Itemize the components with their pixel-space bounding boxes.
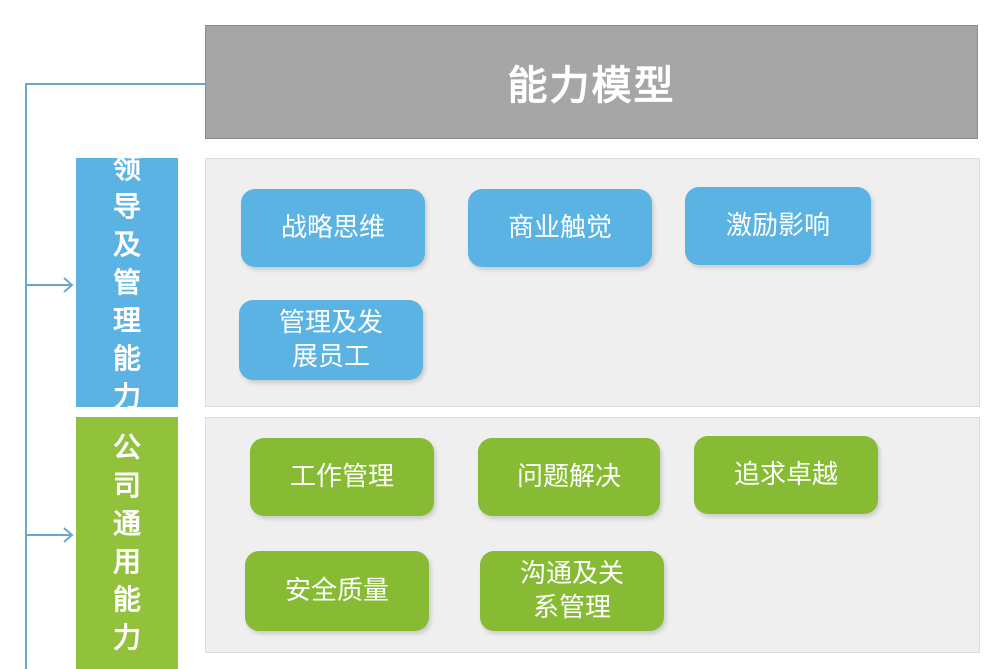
competency-manage-develop-staff: 管理及发 展员工	[239, 300, 423, 380]
competency-label: 工作管理	[289, 462, 394, 492]
group-label-leadership: 领 导 及 管 理 能 力	[76, 152, 178, 413]
competency-label: 安全质量	[284, 576, 389, 606]
competency-label: 战略思维	[280, 213, 385, 243]
competency-problem-solving: 问题解决	[478, 438, 660, 516]
competency-motivate-influence: 激励影响	[685, 187, 871, 265]
group-label-char: 用	[112, 545, 141, 578]
group-label-char: 司	[112, 469, 141, 502]
group-label-char: 通	[112, 507, 141, 540]
competency-label-line: 管理及发	[278, 308, 383, 338]
group-label-char: 力	[112, 621, 141, 654]
group-label-char: 管	[112, 265, 141, 299]
competency-work-management: 工作管理	[250, 438, 434, 516]
competency-label: 商业触觉	[507, 213, 612, 243]
group-label-char: 力	[112, 379, 141, 413]
group-label-char: 理	[112, 303, 141, 337]
group-label-char: 及	[112, 227, 141, 261]
competency-strategic-thinking: 战略思维	[241, 189, 425, 267]
group-label-general: 公 司 通 用 能 力	[76, 417, 178, 669]
group-label-char: 公	[112, 431, 141, 464]
competency-label-line: 展员工	[291, 342, 370, 372]
group-label-char: 导	[112, 189, 141, 223]
arrow-head-general-icon	[63, 527, 74, 543]
main-connector-line	[25, 83, 205, 669]
competency-communication-relationship: 沟通及关 系管理	[480, 551, 664, 631]
competency-label-line: 沟通及关	[519, 559, 624, 589]
arrow-head-leadership-icon	[63, 277, 74, 293]
page-title: 能力模型	[205, 25, 978, 139]
group-label-char: 领	[112, 151, 141, 185]
competency-pursue-excellence: 追求卓越	[694, 436, 878, 514]
competency-safety-quality: 安全质量	[245, 551, 429, 631]
competency-label: 问题解决	[516, 462, 621, 492]
group-label-char: 能	[112, 583, 141, 616]
competency-business-acumen: 商业触觉	[468, 189, 652, 267]
group-label-char: 能	[112, 341, 141, 375]
competency-label: 追求卓越	[733, 460, 838, 490]
competency-label-line: 系管理	[532, 593, 611, 623]
competency-label: 激励影响	[725, 211, 830, 241]
